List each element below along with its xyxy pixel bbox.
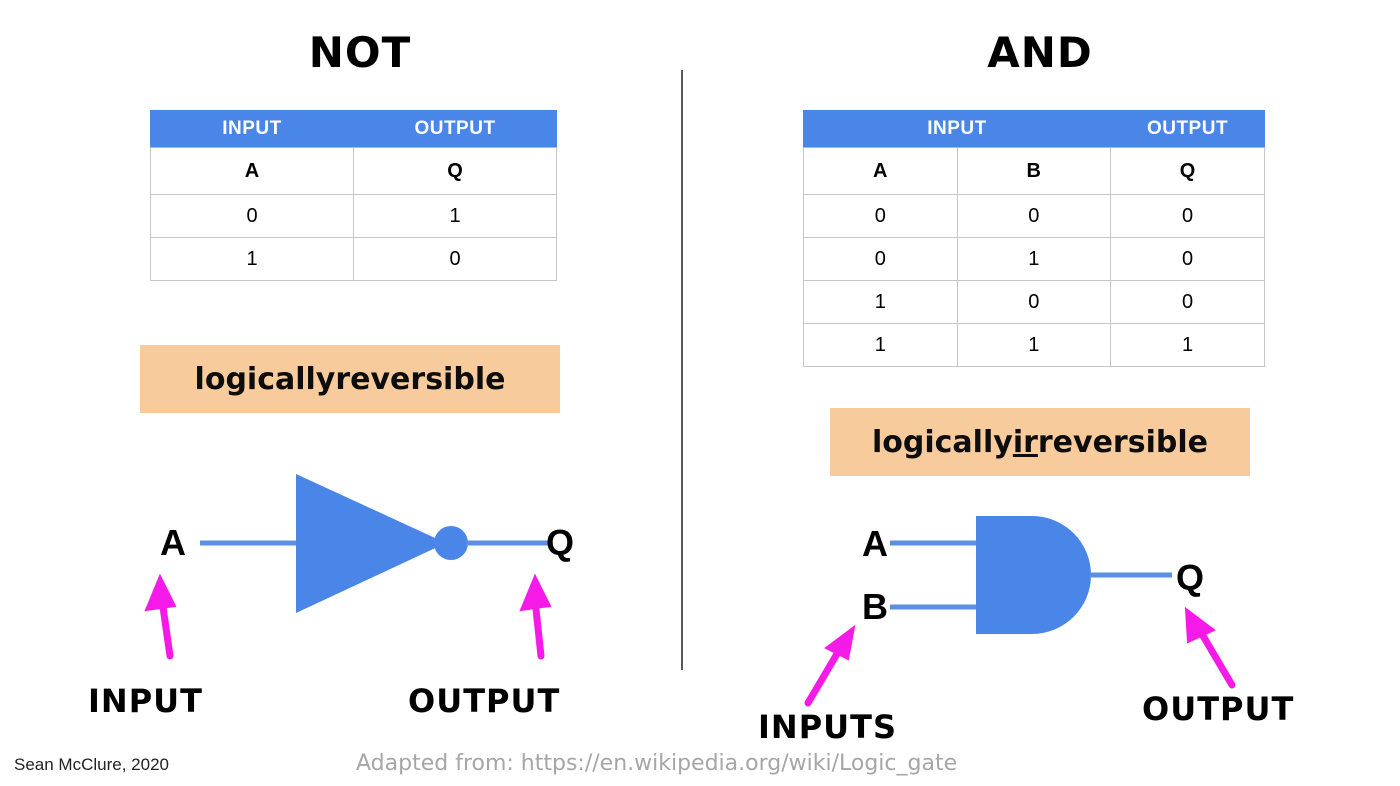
and-r1-a: 0	[803, 237, 958, 281]
not-output-arrow	[505, 568, 595, 660]
not-header-output: OUTPUT	[353, 110, 557, 148]
and-table-group-header-row: INPUT OUTPUT	[803, 110, 1265, 148]
not-table-head: INPUT OUTPUT	[150, 110, 557, 148]
and-r0-a: 0	[803, 194, 958, 238]
not-input-annotation: INPUT	[88, 682, 203, 720]
and-header-output: OUTPUT	[1110, 110, 1265, 148]
table-row: 1 0 0	[803, 280, 1265, 324]
not-gate-inversion-bubble	[434, 526, 468, 560]
and-r0-q: 0	[1110, 194, 1265, 238]
and-table-head: INPUT OUTPUT	[803, 110, 1265, 148]
and-table-body: A B Q 0 0 0 0 1 0 1 0 0 1 1 1	[803, 147, 1265, 367]
and-banner-prefix: logically	[872, 424, 1013, 460]
and-r1-q: 0	[1110, 237, 1265, 281]
panel-divider	[681, 70, 683, 670]
not-variable-row: A Q	[150, 147, 557, 195]
and-output-arrow	[1150, 600, 1270, 690]
not-r1-q: 0	[353, 237, 557, 281]
not-input-arrow	[140, 568, 230, 660]
and-inputs-arrow-svg	[804, 624, 856, 707]
author-credit: Sean McClure, 2020	[14, 755, 169, 774]
and-header-input: INPUT	[803, 110, 1111, 148]
not-gate-diagram	[150, 465, 600, 630]
table-row: 0 1	[150, 194, 557, 238]
and-r1-b: 1	[956, 237, 1111, 281]
not-header-input: INPUT	[150, 110, 354, 148]
and-inputs-annotation: INPUTS	[758, 708, 897, 746]
and-var-a: A	[803, 147, 958, 195]
and-var-q: Q	[1110, 147, 1265, 195]
not-table-group-header-row: INPUT OUTPUT	[150, 110, 557, 148]
not-input-arrow-svg	[144, 573, 177, 660]
not-var-a: A	[150, 147, 354, 195]
not-var-q: Q	[353, 147, 557, 195]
table-row: 1 1 1	[803, 323, 1265, 367]
and-var-b: B	[956, 147, 1111, 195]
and-r3-q: 1	[1110, 323, 1265, 367]
not-r0-a: 0	[150, 194, 354, 238]
and-r2-b: 0	[956, 280, 1111, 324]
and-variable-row: A B Q	[803, 147, 1265, 195]
and-gate-svg	[890, 516, 1172, 634]
not-table-body: A Q 0 1 1 0	[150, 147, 557, 281]
not-banner-prefix: logically	[194, 361, 336, 397]
not-truth-table: INPUT OUTPUT A Q 0 1 1 0	[150, 110, 557, 281]
not-r1-a: 1	[150, 237, 354, 281]
table-row: 0 0 0	[803, 194, 1265, 238]
and-r2-q: 0	[1110, 280, 1265, 324]
and-gate-diagram	[890, 505, 1200, 645]
table-row: 1 0	[150, 237, 557, 281]
not-gate-input-label: A	[160, 522, 186, 563]
and-output-arrow-svg	[1184, 606, 1236, 689]
not-output-arrow-svg	[519, 573, 552, 660]
and-output-annotation: OUTPUT	[1142, 690, 1295, 728]
and-banner-underlined: ir	[1012, 424, 1038, 460]
not-gate-triangle	[296, 474, 446, 613]
and-gate-output-label: Q	[1176, 557, 1205, 598]
table-row: 0 1 0	[803, 237, 1265, 281]
and-r0-b: 0	[956, 194, 1111, 238]
and-inputs-arrow	[800, 618, 910, 708]
and-panel-title: AND	[987, 28, 1093, 77]
not-gate-svg	[200, 474, 548, 613]
not-panel-title: NOT	[308, 28, 412, 77]
not-gate-output-label: Q	[546, 522, 575, 563]
and-r2-a: 1	[803, 280, 958, 324]
and-gate-input-label-a: A	[862, 523, 888, 564]
not-r0-q: 1	[353, 194, 557, 238]
and-gate-body	[976, 516, 1091, 634]
source-attribution: Adapted from: https://en.wikipedia.org/w…	[356, 751, 958, 776]
and-r3-a: 1	[803, 323, 958, 367]
not-banner-suffix: reversible	[335, 361, 506, 397]
and-truth-table: INPUT OUTPUT A B Q 0 0 0 0 1 0 1 0	[803, 110, 1265, 367]
and-r3-b: 1	[956, 323, 1111, 367]
not-output-annotation: OUTPUT	[408, 682, 561, 720]
not-reversibility-banner: logically reversible	[140, 345, 560, 413]
and-banner-suffix: reversible	[1037, 424, 1208, 460]
and-gate-input-label-b: B	[862, 586, 888, 627]
